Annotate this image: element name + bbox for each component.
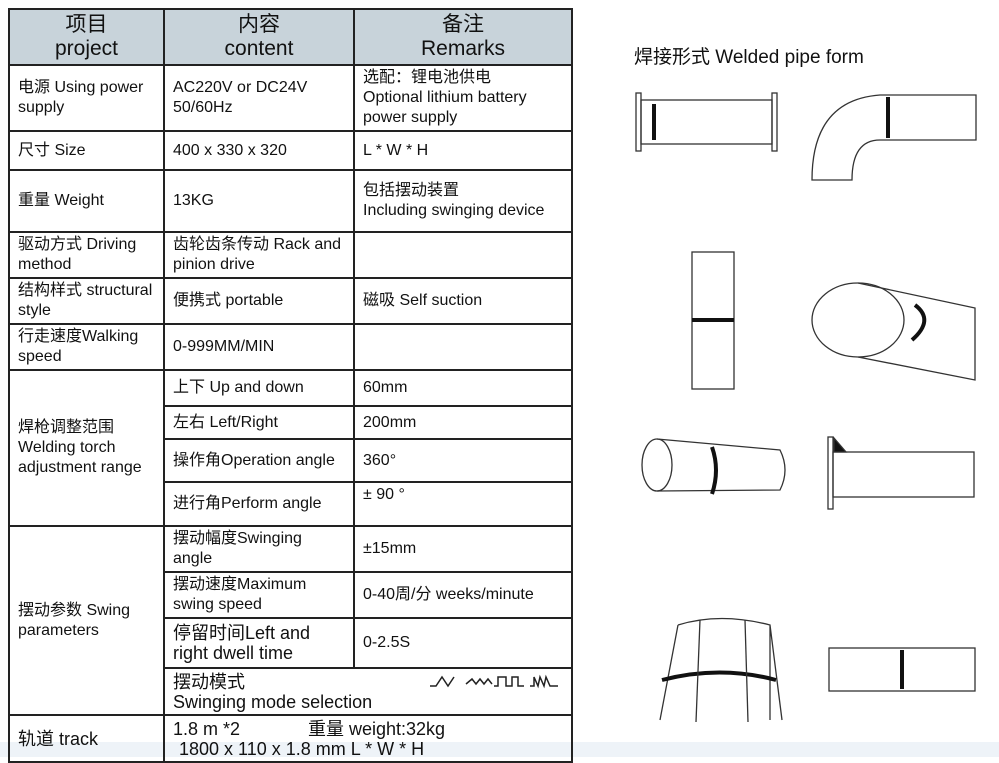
table-row: 焊枪调整范围 Welding torch adjustment range 上下… [8, 369, 573, 527]
table-row: 驱动方式 Driving method 齿轮齿条传动 Rack and pini… [8, 231, 573, 279]
table-row: 轨道 track 1.8 m *2 重量 weight:32kg 1800 x 1… [8, 714, 573, 763]
remark-cell: ±15mm [353, 525, 573, 573]
header-en: project [54, 37, 119, 60]
fillet-pipe-icon [827, 436, 975, 510]
elbow-pipe-icon [811, 94, 977, 181]
remark-cell: 200mm [353, 405, 573, 440]
content-cell: 进行角Perform angle [163, 481, 355, 527]
table-row: 结构样式 structural style 便携式 portable 磁吸 Se… [8, 277, 573, 325]
swing-mode-waveforms-icon [430, 674, 558, 688]
table-row: 进行角Perform angle ± 90 ° [9, 481, 573, 527]
content-cell: 左右 Left/Right [163, 405, 355, 440]
header-en: Remarks [420, 37, 505, 60]
table-row: 摆动参数 Swing parameters 摆动幅度Swinging angle… [8, 525, 573, 716]
content-cell: 400 x 330 x 320 [163, 130, 355, 171]
welded-pipe-form-title: 焊接形式 Welded pipe form [634, 47, 864, 68]
table-row: 摆动模式 Swinging mode selection [9, 667, 573, 716]
content-cell: AC220V or DC24V 50/60Hz [163, 64, 355, 132]
swing-mode-cell: 摆动模式 Swinging mode selection [163, 667, 573, 716]
remark-cell: 0-2.5S [353, 617, 573, 669]
content-cell: 便携式 portable [163, 277, 355, 325]
item-cell: 重量 Weight [8, 169, 165, 233]
content-cell: 摆动幅度Swinging angle [163, 525, 355, 573]
item-cell: 轨道 track [8, 714, 165, 763]
content-cell: 停留时间Left and right dwell time [163, 617, 355, 669]
remark-cell: ± 90 ° [353, 481, 573, 527]
table-row: 左右 Left/Right 200mm [9, 405, 573, 440]
header-en: content [224, 37, 294, 60]
item-cell: 结构样式 structural style [8, 277, 165, 325]
remark-cell: 60mm [353, 369, 573, 407]
item-cell: 焊枪调整范围 Welding torch adjustment range [8, 369, 165, 527]
item-cell: 摆动参数 Swing parameters [8, 525, 165, 716]
content-cell: 操作角Operation angle [163, 438, 355, 483]
header-cn: 备注 [442, 13, 484, 36]
content-cell: 摆动速度Maximum swing speed [163, 571, 355, 619]
table-row: 重量 Weight 13KG 包括摆动装置 Including swinging … [8, 169, 573, 233]
angled-pipe-icon [811, 282, 976, 381]
swing-mode-cn: 摆动模式 [173, 671, 245, 692]
remark-cell: 磁吸 Self suction [353, 277, 573, 325]
remark-cell: 选配：锂电池供电 Optional lithium battery power s… [353, 64, 573, 132]
straight-butt-pipe-icon [828, 647, 976, 692]
table-row: 尺寸 Size 400 x 330 x 320 L * W * H [8, 130, 573, 171]
remark-cn: 包括摆动装置 [363, 182, 460, 199]
item-cell: 尺寸 Size [8, 130, 165, 171]
remark-cell: L * W * H [353, 130, 573, 171]
tapered-pipe-icon [641, 438, 786, 495]
content-cell: 13KG [163, 169, 355, 233]
vertical-butt-pipe-icon [691, 251, 735, 390]
item-cell: 行走速度Walking speed [8, 323, 165, 371]
content-cell: 0-999MM/MIN [163, 323, 355, 371]
item-cell: 驱动方式 Driving method [8, 231, 165, 279]
remark-en: Including swinging device [363, 202, 545, 219]
track-length: 1.8 m *2 [173, 718, 241, 739]
remark-cell [353, 323, 573, 371]
content-cell: 齿轮齿条传动 Rack and pinion drive [163, 231, 355, 279]
remark-en: Optional lithium battery power supply [363, 89, 527, 126]
header-cn: 项目 [65, 13, 108, 36]
remark-cell [353, 231, 573, 279]
large-cylinder-icon [659, 617, 783, 723]
welded-pipe-diagrams [635, 92, 977, 723]
table-row: 摆动速度Maximum swing speed 0-40周/分 weeks/mi… [9, 571, 573, 619]
table-row: 操作角Operation angle 360° [9, 438, 573, 483]
table-row: 停留时间Left and right dwell time 0-2.5S [9, 617, 573, 669]
track-cell: 1.8 m *2 重量 weight:32kg 1800 x 110 x 1.8 … [163, 714, 573, 763]
track-dimensions: 1800 x 110 x 1.8 mm L * W * H [179, 738, 425, 759]
track-weight: 重量 weight:32kg [308, 718, 446, 739]
header-cn: 内容 [238, 13, 280, 36]
remark-cn: 选配：锂电池供电 [363, 69, 492, 86]
table-row: 行走速度Walking speed 0-999MM/MIN [8, 323, 573, 371]
remark-cell: 包括摆动装置 Including swinging device [353, 169, 573, 233]
remark-cell: 0-40周/分 weeks/minute [353, 571, 573, 619]
table-row: 电源 Using power supply AC220V or DC24V 50… [8, 64, 573, 132]
item-cell: 电源 Using power supply [8, 64, 165, 132]
remark-cell: 360° [353, 438, 573, 483]
flanged-pipe-icon [635, 92, 778, 152]
content-cell: 上下 Up and down [163, 369, 355, 407]
swing-mode-en: Swinging mode selection [173, 691, 373, 712]
